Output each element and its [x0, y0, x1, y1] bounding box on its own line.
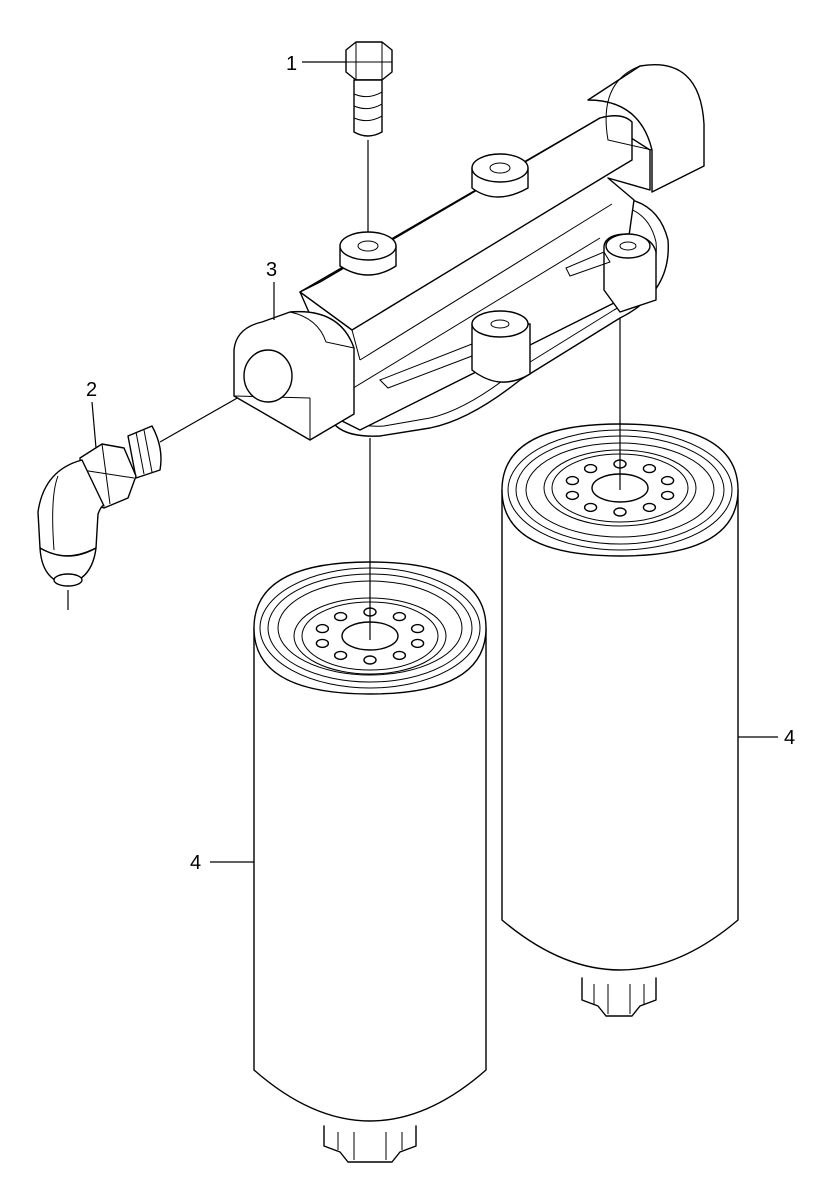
- filter-left-hole: [392, 611, 407, 622]
- filter-right-hole: [565, 490, 580, 501]
- callout-4-right: 4: [784, 727, 795, 749]
- filter-right-hole: [583, 502, 598, 513]
- filter-right-hole: [642, 463, 657, 474]
- filter-left-hole: [363, 655, 377, 665]
- filter-right-hole: [642, 502, 657, 513]
- filter-left-hole: [410, 623, 425, 634]
- callout-1: 1: [286, 53, 297, 75]
- filter-right-hole: [660, 475, 675, 486]
- filter-left-hole: [315, 623, 330, 634]
- filter-cartridge-right: 4: [501, 423, 795, 1017]
- filter-cartridge-left: 4: [190, 561, 487, 1163]
- elbow-fitting: 2: [37, 379, 162, 610]
- callout-4-left: 4: [190, 852, 201, 874]
- filter-right-hole: [565, 475, 580, 486]
- filter-left-hole: [333, 650, 348, 661]
- filter-right-hole: [583, 463, 598, 474]
- filter-left-hole: [333, 611, 348, 622]
- callout-2: 2: [86, 379, 97, 401]
- filter-right-hole: [660, 490, 675, 501]
- callout-3: 3: [266, 259, 277, 281]
- filter-left-hole: [315, 638, 330, 649]
- hex-bolt: 1: [286, 41, 393, 137]
- filter-right-hole-ring: [565, 459, 675, 517]
- filter-head-housing: 3: [233, 64, 705, 441]
- filter-right-hole: [613, 507, 627, 517]
- filter-left-hole-ring: [315, 607, 425, 665]
- filter-left-hole: [410, 638, 425, 649]
- filter-left-hole: [392, 650, 407, 661]
